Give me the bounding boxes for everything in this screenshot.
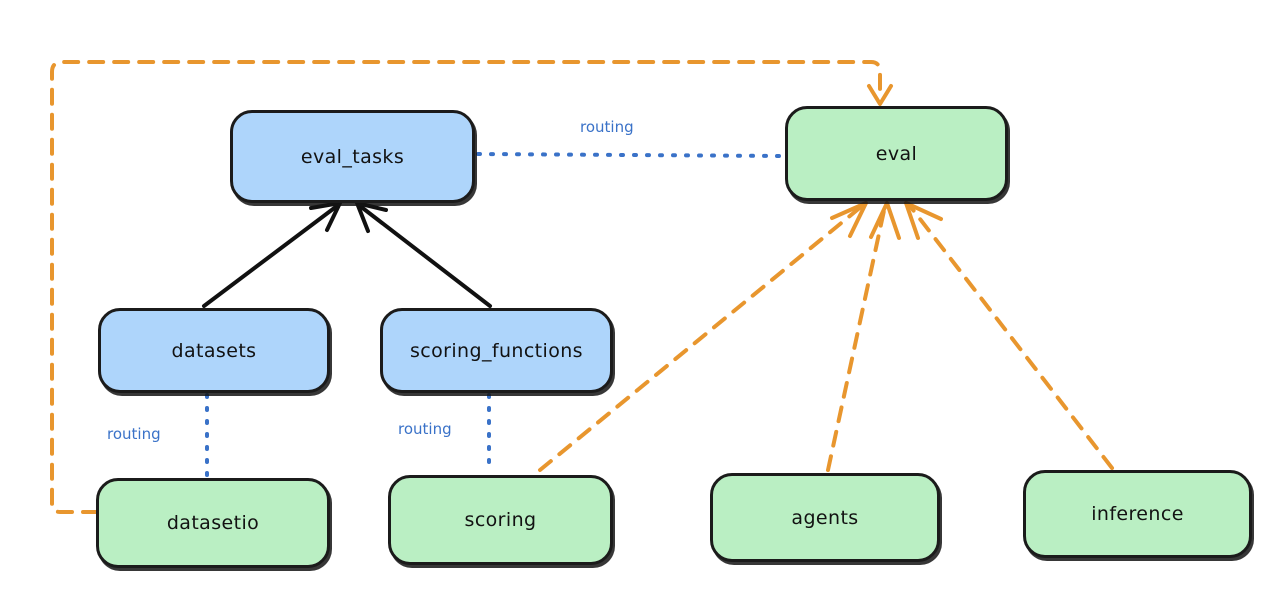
edge-scoring-functions-to-eval-tasks — [355, 201, 492, 308]
node-datasetio-label: datasetio — [166, 512, 260, 534]
node-eval-tasks-label: eval_tasks — [300, 145, 405, 168]
edge-datasets-to-eval-tasks — [202, 201, 342, 308]
node-eval-label: eval — [875, 142, 918, 165]
node-eval[interactable]: eval — [785, 106, 1008, 201]
node-scoring-functions-label: scoring_functions — [410, 339, 583, 362]
node-scoring[interactable]: scoring — [388, 475, 613, 565]
edge-label-routing-scoring: routing — [398, 420, 452, 438]
edge-datasetio-to-eval — [50, 60, 893, 514]
node-scoring-label: scoring — [464, 509, 537, 531]
node-agents-label: agents — [791, 506, 859, 529]
node-inference[interactable]: inference — [1023, 470, 1252, 558]
node-datasets-label: datasets — [171, 339, 257, 362]
node-agents[interactable]: agents — [710, 473, 940, 562]
edge-label-routing-datasetio: routing — [107, 425, 161, 443]
node-datasets[interactable]: datasets — [98, 308, 330, 393]
edge-scoring-to-eval — [538, 201, 868, 472]
node-scoring-functions[interactable]: scoring_functions — [380, 308, 613, 393]
edge-agents-to-eval — [826, 201, 901, 472]
edge-eval-tasks-to-eval — [476, 152, 785, 158]
node-datasetio[interactable]: datasetio — [96, 478, 330, 568]
edge-label-routing-eval: routing — [580, 118, 634, 136]
node-inference-label: inference — [1091, 503, 1184, 525]
node-eval-tasks[interactable]: eval_tasks — [230, 110, 475, 203]
edge-inference-to-eval — [904, 201, 1114, 470]
